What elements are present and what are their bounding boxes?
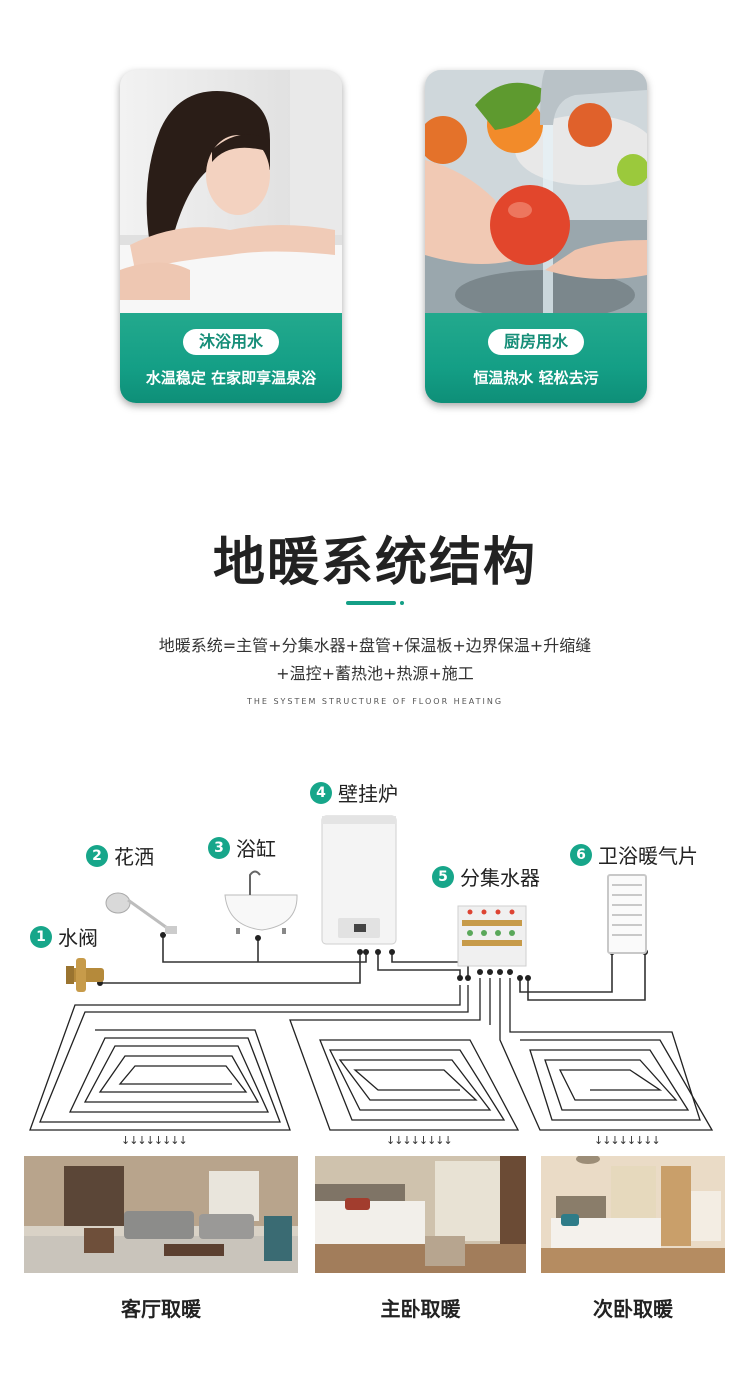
kitchen-card-subtitle: 恒温热水 轻松去污 [473, 369, 599, 387]
kitchen-card-tag: 厨房用水 [487, 329, 585, 355]
component-manifold: 5 分集水器 [432, 862, 540, 891]
component-number: 4 [310, 781, 332, 804]
bath-card-tag: 沐浴用水 [182, 329, 280, 355]
title-underline [346, 601, 396, 605]
component-number: 3 [208, 836, 230, 859]
bathroom-radiator-icon [607, 874, 647, 954]
water-valve-icon [66, 958, 104, 992]
kitchen-photo [425, 70, 647, 313]
component-label: 花洒 [114, 845, 154, 869]
bathtub-icon [224, 870, 298, 934]
component-valve: 1 水阀 [30, 922, 98, 951]
component-shower: 2 花洒 [86, 841, 154, 870]
bath-card-subtitle: 水温稳定 在家即享温泉浴 [145, 369, 317, 387]
component-label: 浴缸 [236, 837, 276, 861]
kitchen-water-card: 厨房用水 恒温热水 轻松去污 [425, 70, 647, 403]
component-label: 壁挂炉 [338, 782, 398, 806]
section-desc-line2: +温控+蓄热池+热源+施工 [276, 664, 474, 683]
second-bedroom-photo [541, 1156, 725, 1273]
component-radiator: 6 卫浴暖气片 [570, 840, 698, 869]
component-number: 1 [30, 925, 52, 948]
master-bedroom-photo [315, 1156, 526, 1273]
bath-card-band: 沐浴用水 水温稳定 在家即享温泉浴 [120, 313, 342, 403]
component-number: 6 [570, 843, 592, 866]
room-label-living: 客厅取暖 [121, 1297, 201, 1321]
room-label-master: 主卧取暖 [380, 1297, 461, 1321]
section-title: 地暖系统结构 [212, 533, 537, 593]
room-label-second: 次卧取暖 [593, 1297, 673, 1321]
manifold-icon [457, 905, 527, 967]
bath-photo [120, 70, 342, 313]
component-number: 2 [86, 844, 108, 867]
section-english-subtitle: THE SYSTEM STRUCTURE OF FLOOR HEATING [246, 697, 504, 706]
bath-water-card: 沐浴用水 水温稳定 在家即享温泉浴 [120, 70, 342, 403]
heat-arrows-master: ↓↓↓↓↓↓↓↓ [386, 1134, 453, 1147]
heat-arrows-second: ↓↓↓↓↓↓↓↓ [594, 1134, 661, 1147]
heat-arrows-living: ↓↓↓↓↓↓↓↓ [121, 1134, 188, 1147]
shower-icon [105, 892, 177, 934]
component-boiler: 4 壁挂炉 [310, 778, 398, 807]
component-number: 5 [432, 865, 454, 888]
section-desc-line1: 地暖系统=主管+分集水器+盘管+保温板+边界保温+升缩缝 [158, 636, 592, 655]
component-label: 分集水器 [460, 866, 540, 890]
component-label: 卫浴暖气片 [598, 844, 698, 868]
wall-boiler-icon [321, 815, 397, 945]
kitchen-card-band: 厨房用水 恒温热水 轻松去污 [425, 313, 647, 403]
title-underline-dot [400, 601, 404, 605]
component-label: 水阀 [58, 926, 98, 950]
floor-pipe-coils [29, 978, 714, 1131]
floor-heating-diagram [29, 815, 714, 1131]
component-bathtub: 3 浴缸 [208, 833, 276, 862]
living-room-photo [24, 1156, 298, 1273]
